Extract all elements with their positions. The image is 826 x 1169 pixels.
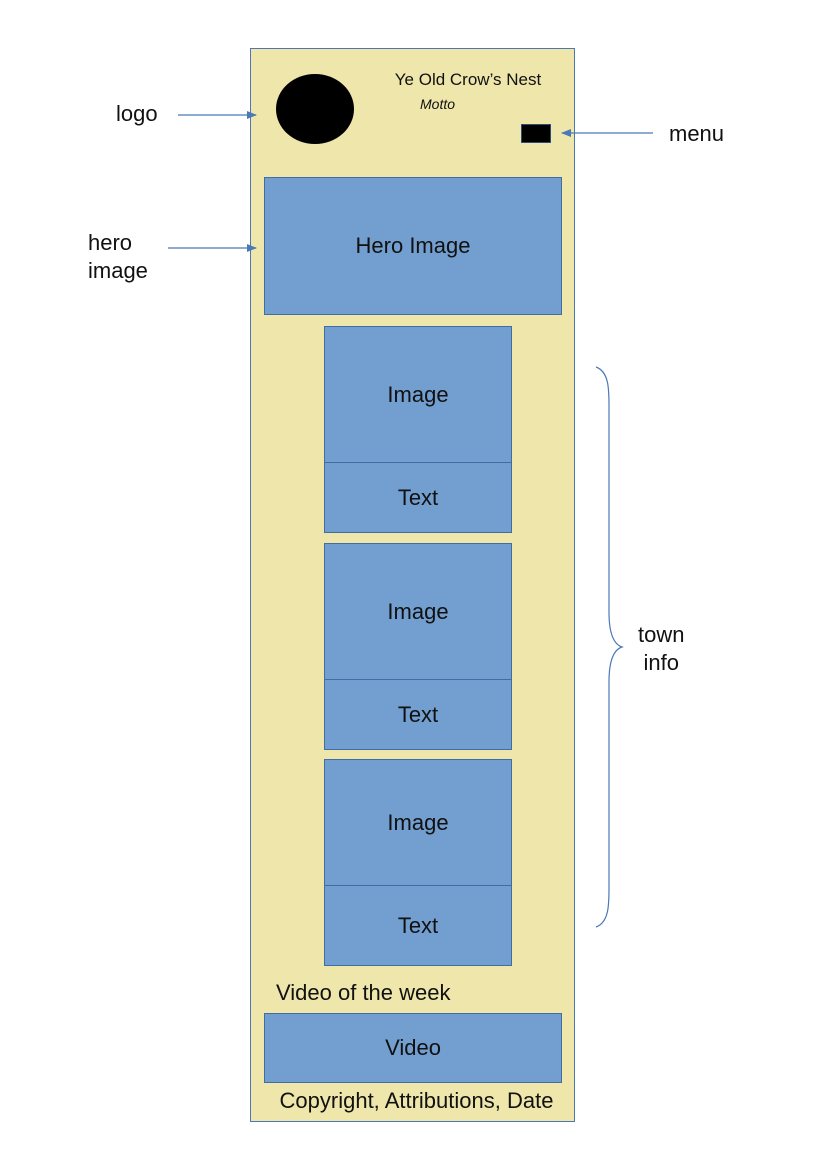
- town-card-text-label: Text: [397, 701, 439, 727]
- video-block: Video: [264, 1013, 562, 1083]
- town-card-text-label: Text: [397, 912, 439, 938]
- video-heading: Video of the week: [276, 980, 451, 1005]
- town-info-annotation-line1: town: [638, 622, 685, 647]
- town-card-text-label: Text: [397, 484, 439, 510]
- motto: Motto: [420, 96, 456, 112]
- hero-annotation-line1: hero: [88, 230, 133, 255]
- hero-annotation-line2: image: [88, 258, 148, 283]
- hero-image-block: Hero Image: [264, 177, 562, 315]
- menu-placeholder: [521, 124, 551, 143]
- town-card-text: Text: [324, 679, 512, 750]
- logo-placeholder: [276, 74, 354, 144]
- footer-text: Copyright, Attributions, Date: [279, 1088, 554, 1113]
- town-card-text: Text: [324, 462, 512, 533]
- town-info-annotation: town info: [638, 621, 684, 677]
- logo-annotation: logo: [116, 101, 158, 126]
- hero-annotation: hero image: [88, 229, 148, 285]
- town-info-annotation-line2: info: [643, 650, 679, 675]
- town-card-image: Image: [324, 326, 512, 463]
- town-info-brace: [595, 366, 624, 928]
- hero-image-label: Hero Image: [355, 233, 471, 258]
- town-card-image-label: Image: [387, 381, 449, 407]
- town-card-image: Image: [324, 543, 512, 680]
- menu-annotation: menu: [669, 121, 725, 146]
- town-card-image: Image: [324, 759, 512, 886]
- video-label: Video: [385, 1035, 441, 1060]
- town-card-text: Text: [324, 885, 512, 966]
- town-card-image-label: Image: [387, 809, 449, 835]
- site-title: Ye Old Crow’s Nest: [394, 70, 542, 89]
- town-card-image-label: Image: [387, 598, 449, 624]
